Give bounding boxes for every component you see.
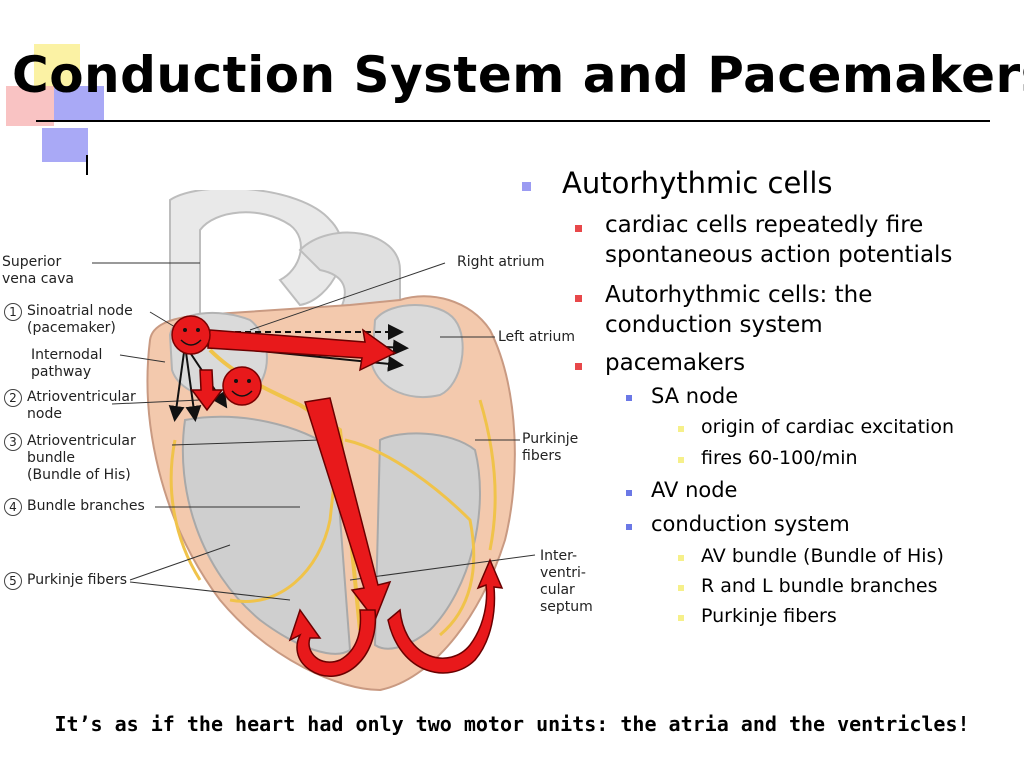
bullet-conduction-system-l3: conduction system [651, 512, 850, 536]
red-arrows [190, 328, 504, 677]
bullet-origin-excitation: origin of cardiac excitation [701, 416, 955, 438]
fiber-path-5 [169, 439, 202, 581]
label-internodal-pathway: Internodal pathway [31, 347, 103, 380]
bullet-purkinje-fibers: Purkinje fibers [701, 605, 837, 627]
bullet-marker-l3 [626, 395, 632, 401]
fiber-path-2 [229, 429, 342, 603]
bullet-marker-l4 [678, 457, 684, 463]
footer-note: It’s as if the heart had only two motor … [54, 712, 970, 736]
red-arrow-septum [304, 397, 392, 622]
smiley-av-node [222, 366, 262, 406]
smiley-sa-node [171, 315, 211, 355]
bullet-marker-l4 [678, 585, 684, 591]
red-arrow-curve-left [288, 608, 377, 677]
fiber-path-3 [344, 438, 476, 637]
bullet-av-bundle: AV bundle (Bundle of His) [701, 545, 944, 567]
pulmonary-trunk-shape [298, 231, 401, 311]
slide-title: Conduction System and Pacemakers [12, 46, 1024, 104]
bullet-marker-l4 [678, 615, 684, 621]
deco-square-blue-large [54, 86, 104, 122]
title-tick [86, 155, 88, 175]
bullet-bundle-branches: R and L bundle branches [701, 575, 938, 597]
fiber-path-1 [208, 348, 362, 631]
red-arrow-atria [207, 328, 397, 372]
bullet-marker-l1 [522, 182, 531, 191]
bullet-marker-l3 [626, 524, 632, 530]
bullet-av-node: AV node [651, 478, 738, 502]
bullet-marker-l4 [678, 426, 684, 432]
bullet-marker-l2 [575, 225, 582, 232]
bullet-marker-l2 [575, 295, 582, 302]
deco-square-pink [6, 86, 54, 126]
label-purkinje-fibers-right: Purkinje fibers [522, 431, 579, 464]
heart-illustration [92, 187, 536, 692]
label-left-atrium: Left atrium [498, 329, 576, 345]
title-underline [36, 120, 990, 122]
bullet-marker-l3 [626, 490, 632, 496]
label-superior-vena-cava: Superior vena cava [2, 254, 74, 287]
red-arrow-down-small [190, 369, 224, 412]
fiber-path-4 [478, 399, 497, 551]
bullet-autorhythmic-cells: Autorhythmic cells [562, 166, 833, 200]
bullet-fires-rate: fires 60-100/min [701, 447, 858, 469]
bullet-pacemakers: pacemakers [605, 350, 746, 376]
bullet-marker-l2 [575, 363, 582, 370]
label-interventricular-septum: Inter- ventri- cular septum [540, 548, 593, 615]
label-right-atrium: Right atrium [457, 254, 545, 270]
red-arrow-curve-right [387, 558, 504, 674]
bullet-sa-node: SA node [651, 384, 739, 408]
leader-lines [92, 262, 536, 601]
aorta-shape [169, 187, 344, 331]
deco-square-blue-small [42, 128, 88, 162]
bullet-marker-l4 [678, 555, 684, 561]
deco-square-yellow [34, 44, 80, 90]
